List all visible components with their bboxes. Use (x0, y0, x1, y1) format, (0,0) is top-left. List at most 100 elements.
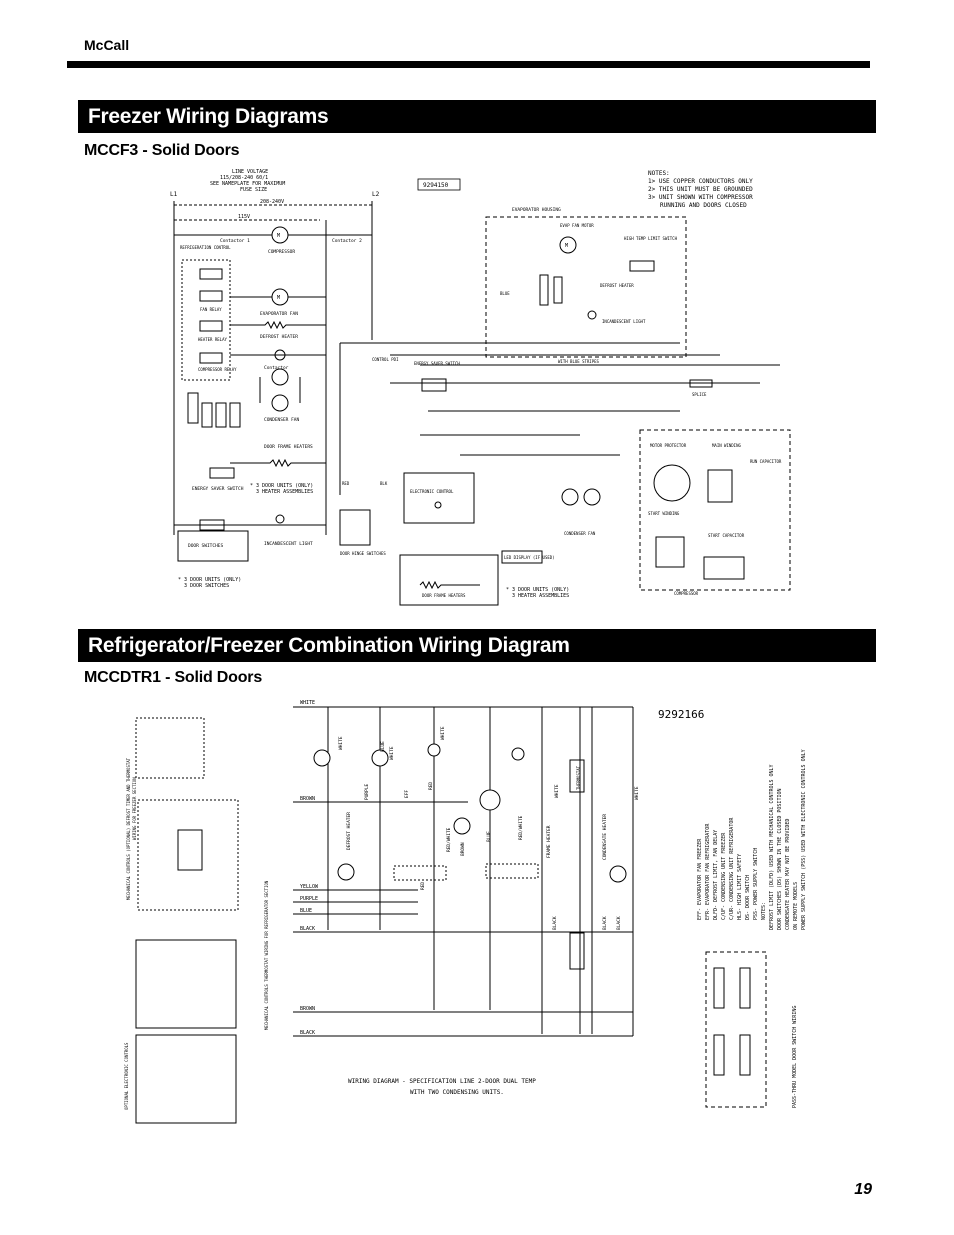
label-fan-relay: FAN RELAY (200, 307, 222, 312)
part-number-1: 9294150 (423, 182, 449, 189)
label-contactor2: Contactor 2 (332, 238, 362, 244)
section-title-freezer: Freezer Wiring Diagrams (78, 100, 876, 133)
v-label-blue-2: BLUE (486, 831, 492, 842)
wire-brown: BROWN (300, 796, 315, 802)
label-run-capacitor: RUN CAPACITOR (750, 459, 782, 464)
footnote-2a: * 3 DOOR UNITS (ONLY) (178, 577, 241, 583)
legend-11: CONDENSATE HEATER MAY NOT BE PROVIDED (785, 819, 791, 930)
wire-brown-2: BROWN (300, 1006, 315, 1012)
label-electronic-control: ELECTRONIC CONTROL (410, 489, 454, 494)
svg-text:M: M (277, 295, 280, 301)
v-label-blue: BLUE (380, 741, 386, 752)
v-label-defrost-heater: DEFROST HEATER (346, 812, 352, 850)
side-label-refrig-thermostat: MECHANICAL CONTROLS THERMOSTAT WIRING FO… (264, 880, 269, 1030)
notes-title: NOTES: (648, 170, 670, 177)
v-label-thermostat: THERMOSTAT (576, 765, 581, 790)
caption-line-1: WIRING DIAGRAM - SPECIFICATION LINE 2-DO… (348, 1078, 536, 1085)
legend-9: DEFROST LIMIT (DLFD) USED WITH MECHANICA… (769, 764, 775, 930)
label-evap-fan: EVAPORATOR FAN (260, 311, 298, 317)
label-contactor1: Contactor 1 (220, 238, 250, 244)
legend-7: DS- DOOR SWITCH (745, 875, 751, 920)
label-evap-fan-motor: EVAP FAN MOTOR (560, 223, 594, 228)
legend-6: HLS- HIGH LIMIT SAFETY (737, 854, 743, 920)
v-label-eff: EFF (404, 790, 410, 798)
wire-white: WHITE (300, 700, 315, 706)
v-label-white-3: WHITE (440, 726, 446, 740)
legend-8: PSS- POWER SUPPLY SWITCH (753, 848, 759, 920)
label-incandescent-light-2: INCANDESCENT LIGHT (602, 319, 646, 324)
label-main-winding: MAIN WINDING (712, 443, 741, 448)
note-4: RUNNING AND DOORS CLOSED (660, 202, 747, 209)
label-condenser-fan-2: CONDENSER FAN (564, 531, 596, 536)
label-compressor-2: COMPRESSOR (674, 591, 699, 596)
wiring-diagram-mccf3: LINE VOLTAGE 115/208-240 60/1 SEE NAMEPL… (160, 165, 810, 610)
label-evap-housing: EVAPORATOR HOUSING (512, 207, 561, 213)
supply-line-3: SEE NAMEPLATE FOR MAXIMUM (210, 181, 285, 187)
v-label-red-2: RED (420, 882, 426, 890)
label-blk: BLK (380, 481, 388, 486)
v-label-white-2: WHITE (389, 746, 395, 760)
wiring-diagram-mccdtr1: MECHANICAL CONTROLS (OPTIONAL) DEFROST T… (118, 690, 818, 1130)
legend-4: C/UF- CONDENSING UNIT FREEZER (721, 832, 727, 920)
legend-13: POWER SUPPLY SWITCH (PSS) USED WITH ELEC… (801, 749, 807, 930)
label-motor-protector: MOTOR PROTECTOR (650, 443, 687, 448)
footnote-1a: * 3 DOOR UNITS (ONLY) (250, 483, 313, 489)
label-door-frame-heaters-2: DOOR FRAME HEATERS (422, 593, 466, 598)
label-compressor-relay: COMPRESSOR RELAY (198, 367, 237, 372)
svg-text:M: M (565, 243, 568, 249)
label-refrig-control: REFRIGERATION CONTROL (180, 245, 231, 250)
wire-black: BLACK (300, 926, 315, 932)
voltage-high: 208-240V (260, 199, 284, 205)
voltage-low: 115V (238, 214, 250, 220)
label-control-pdi: CONTROL PDI (372, 357, 399, 362)
supply-line-1: LINE VOLTAGE (232, 169, 268, 175)
label-red: RED (342, 481, 350, 486)
v-label-frame-heater: FRAME HEATER (546, 825, 552, 858)
label-l1: L1 (170, 191, 178, 198)
legend-3: DLFD- DEFROST LIMIT, FAN DELAY (713, 830, 719, 920)
label-incandescent-light: INCANDESCENT LIGHT (264, 541, 313, 547)
v-label-red: RED (428, 782, 434, 790)
label-splice: SPLICE (692, 392, 707, 397)
section-title-combo: Refrigerator/Freezer Combination Wiring … (78, 629, 876, 662)
svg-text:M: M (277, 233, 280, 239)
label-led-display: LED DISPLAY (IF USED) (504, 555, 555, 560)
v-label-white-1: WHITE (338, 736, 344, 750)
legend-1: EFF- EVAPORATOR FAN FREEZER (697, 838, 703, 920)
label-door-switches: DOOR SWITCHES (188, 543, 224, 549)
v-label-purple: PURPLE (364, 783, 370, 800)
footnote-3a: * 3 DOOR UNITS (ONLY) (506, 587, 569, 593)
v-label-black-3: BLACK (616, 916, 622, 930)
side-label-mechanical: MECHANICAL CONTROLS (OPTIONAL) DEFROST T… (126, 757, 131, 900)
wire-black-2: BLACK (300, 1030, 315, 1036)
label-door-hinge-switches: DOOR HINGE SWITCHES (340, 551, 386, 556)
page-number: 19 (854, 1181, 872, 1198)
supply-line-4: FUSE SIZE (240, 187, 267, 193)
label-contactor: Contactor (264, 365, 289, 371)
label-start-winding: START WINDING (648, 511, 680, 516)
legend-10: DOOR SWITCHES (DS) SHOWN IN THE CLOSED P… (777, 789, 783, 930)
note-1: 1> USE COPPER CONDUCTORS ONLY (648, 178, 753, 185)
label-door-frame-heaters: DOOR FRAME HEATERS (264, 444, 313, 450)
label-condenser-fan: CONDENSER FAN (264, 417, 300, 423)
label-blue-stripes: WITH BLUE STRIPES (558, 359, 600, 364)
wire-yellow: YELLOW (300, 884, 319, 890)
legend-12: ON REMOTE MODELS (793, 882, 799, 930)
label-high-temp-limit: HIGH TEMP LIMIT SWITCH (624, 236, 678, 241)
v-label-white-5: WHITE (634, 786, 640, 800)
note-3: 3> UNIT SHOWN WITH COMPRESSOR (648, 194, 753, 201)
label-defrost-heater-2: DEFROST HEATER (600, 283, 634, 288)
note-2: 2> THIS UNIT MUST BE GROUNDED (648, 186, 753, 193)
legend-5: C/UR- CONDENSING UNIT REFRIGERATOR (729, 817, 735, 920)
label-blue: BLUE (500, 291, 510, 296)
side-label-freezer: WIRING FOR FREEZER SECTION (132, 777, 137, 840)
footnote-2b: 3 DOOR SWITCHES (184, 583, 229, 589)
part-number-2: 9292166 (658, 708, 704, 721)
label-defrost-heater: DEFROST HEATER (260, 334, 298, 340)
v-label-red-white-2: RED/WHITE (518, 815, 524, 840)
label-compressor-1: COMPRESSOR (268, 249, 295, 255)
label-l2: L2 (372, 191, 380, 198)
label-start-capacitor: START CAPACITOR (708, 533, 745, 538)
legend-2: EFR- EVAPORATOR FAN REFRIGERATOR (705, 823, 711, 920)
wire-purple: PURPLE (300, 896, 318, 902)
